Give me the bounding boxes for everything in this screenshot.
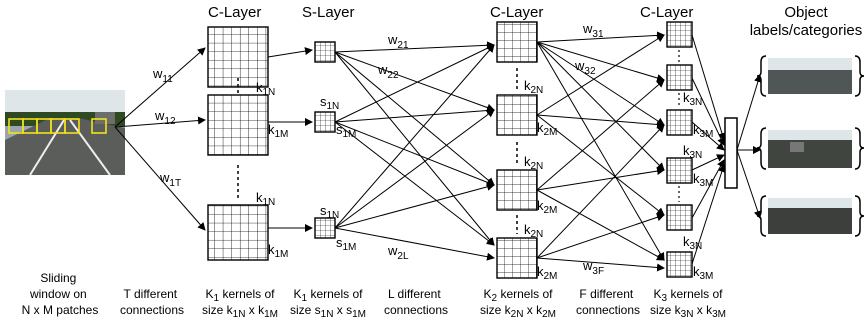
k2M-label-3: k2M — [537, 264, 557, 282]
k2M-label-1: k2M — [537, 120, 557, 138]
s-to-c2-connections — [334, 41, 495, 261]
c3-kernel-2 — [666, 64, 693, 91]
caption-k1-size: size k1N x k1M — [202, 303, 278, 320]
s-kernel-1 — [314, 41, 336, 63]
output-category-1 — [756, 55, 865, 97]
bottom-captions: Sliding window on N x M patches T differ… — [22, 271, 726, 320]
c3-kernel-n — [666, 251, 693, 278]
sliding-window-patches — [8, 118, 107, 134]
s-layer-header: S-Layer — [302, 4, 355, 21]
c2-kernel-3 — [496, 169, 538, 211]
caption-k3-kernels: K3 kernels of — [654, 287, 724, 304]
weight-w22: w22 — [377, 62, 399, 81]
c-layer-2-header: C-Layer — [490, 4, 543, 21]
k2M-label-2: k2M — [537, 198, 557, 216]
s-kernel-2 — [314, 111, 336, 133]
k3N-label-2: k3N — [683, 143, 702, 161]
s1N-label-2: s1N — [320, 203, 339, 221]
k3N-label-1: k3N — [683, 90, 702, 108]
kernel-dimension-labels: k1N k1M k1N k1M s1N s1M s1N s1M k2N k2M … — [256, 78, 713, 282]
weight-w2L: w2L — [387, 243, 409, 262]
k1N-label-1: k1N — [256, 80, 275, 98]
c3-kernel-5 — [666, 204, 693, 231]
c1-kernel-1 — [207, 26, 269, 88]
weight-labels: w11 w12 w1T w21 w22 w2L w31 w32 w3F — [152, 21, 604, 277]
k1M-label-2: k1M — [268, 242, 288, 260]
weight-w3F: w3F — [582, 258, 604, 277]
s1M-label-2: s1M — [336, 235, 356, 253]
weight-w31: w31 — [582, 21, 604, 40]
input-to-c1-connections — [114, 47, 206, 231]
weight-w11: w11 — [152, 66, 173, 85]
c-layer-1-header: C-Layer — [208, 4, 261, 21]
c3-kernel-3 — [666, 109, 693, 136]
c3-kernel-4 — [666, 157, 693, 184]
k2N-label-1: k2N — [524, 78, 543, 96]
caption-k1-kernels: K1 kernels of — [206, 287, 276, 304]
fusion-bar — [724, 117, 738, 189]
c2-kernel-1 — [496, 21, 538, 63]
k3M-label-2: k3M — [693, 171, 713, 189]
output-header-line2: labels/categories — [750, 22, 863, 39]
output-category-2 — [756, 127, 865, 170]
caption-k2-kernels: K2 kernels of — [484, 287, 554, 304]
caption-k3-size: size k3N x k3M — [650, 303, 726, 320]
weight-w21: w21 — [387, 32, 409, 51]
s-kernel-n — [314, 217, 336, 239]
k3M-label-3: k3M — [693, 264, 713, 282]
input-road-image — [5, 90, 125, 176]
c3-kernels — [666, 21, 693, 278]
c2-kernel-n — [496, 237, 538, 279]
c3-kernel-1 — [666, 21, 693, 48]
weight-w1T: w1T — [159, 170, 181, 189]
c3-to-fusion-connections — [691, 34, 726, 265]
caption-s-kernels: K1 kernels of — [294, 287, 364, 304]
k1N-label-2: k1N — [256, 190, 275, 208]
fusion-to-output-connections — [736, 74, 762, 219]
caption-t-connections: T different connections — [120, 287, 184, 317]
c1-kernels — [207, 26, 269, 261]
k3N-label-3: k3N — [683, 234, 702, 252]
k2N-label-3: k2N — [524, 222, 543, 240]
c-layer-3-header: C-Layer — [640, 4, 693, 21]
s1M-label-1: s1M — [336, 122, 356, 140]
k1M-label-1: k1M — [268, 122, 288, 140]
caption-k2-size: size k2N x k2M — [480, 303, 556, 320]
k3M-label-1: k3M — [693, 122, 713, 140]
c2-kernel-2 — [496, 94, 538, 136]
c2-to-c3-connections — [536, 31, 665, 272]
c1-kernel-2 — [207, 94, 269, 156]
c1-to-s-connections — [267, 47, 313, 232]
weight-w12: w12 — [154, 108, 176, 127]
weight-w32: w32 — [574, 58, 596, 77]
s1N-label-1: s1N — [320, 94, 339, 112]
caption-sliding-window: Sliding window on N x M patches — [22, 271, 99, 317]
k2N-label-2: k2N — [524, 154, 543, 172]
c1-kernel-n — [207, 204, 269, 261]
output-category-3 — [756, 195, 865, 237]
caption-l-connections: L different connections — [384, 287, 448, 317]
output-header-line1: Object — [784, 4, 828, 21]
caption-f-connections: F different connections — [576, 287, 640, 317]
caption-s-size: size s1N x s1M — [290, 303, 366, 320]
